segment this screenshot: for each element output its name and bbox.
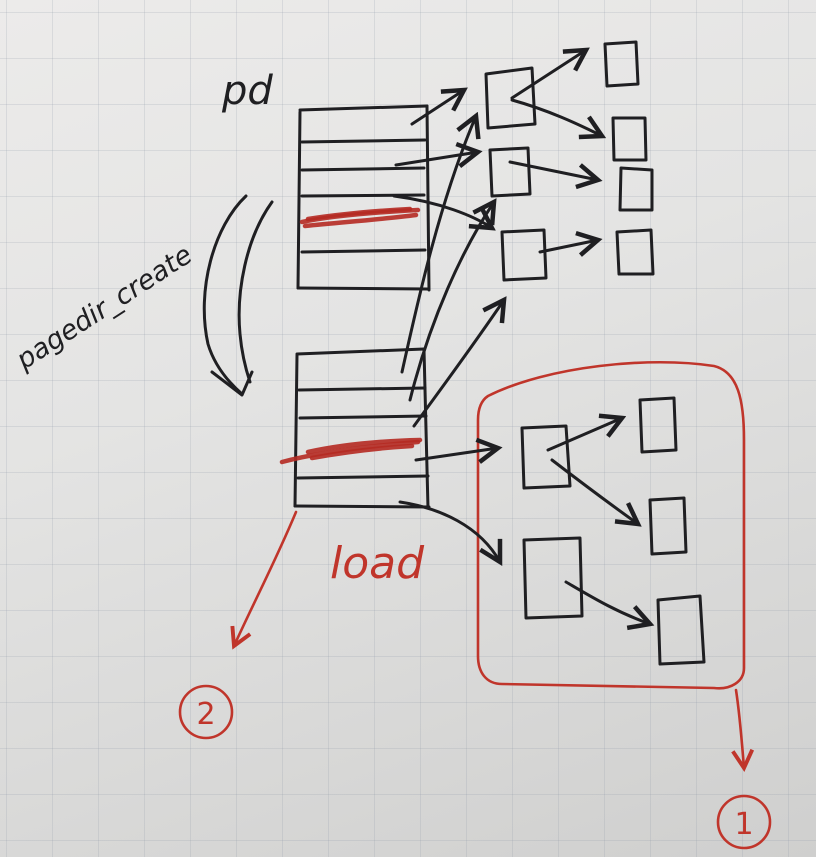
copied-page-table-2: [522, 536, 584, 620]
copied-page-tables-box: [476, 360, 746, 690]
arrow-to-step-1: [736, 688, 744, 768]
page-directory-bottom: [279, 347, 431, 510]
pagedir-create-arrow: [202, 194, 274, 397]
step-1-marker: 1: [716, 794, 772, 850]
copied-page-table-1: [520, 424, 572, 490]
page-table-1: [484, 66, 537, 130]
arrows-copied: [398, 418, 650, 624]
page-frame: [603, 40, 655, 276]
arrows-shared: [400, 116, 504, 428]
pd-label: pd: [221, 68, 273, 114]
load-label: load: [330, 538, 425, 589]
page-table-2: [488, 146, 532, 198]
arrow-to-step-2: [234, 510, 298, 646]
arrows-top-directory: [392, 50, 602, 252]
step-2-marker: 2: [178, 684, 234, 740]
page-directory-top: [296, 104, 431, 292]
pagedir-create-label: pagedir_create: [10, 239, 198, 376]
svg-text:1: 1: [734, 807, 753, 842]
page-table-3: [500, 228, 548, 282]
copied-page-frame: [638, 396, 706, 666]
svg-text:2: 2: [196, 697, 215, 732]
